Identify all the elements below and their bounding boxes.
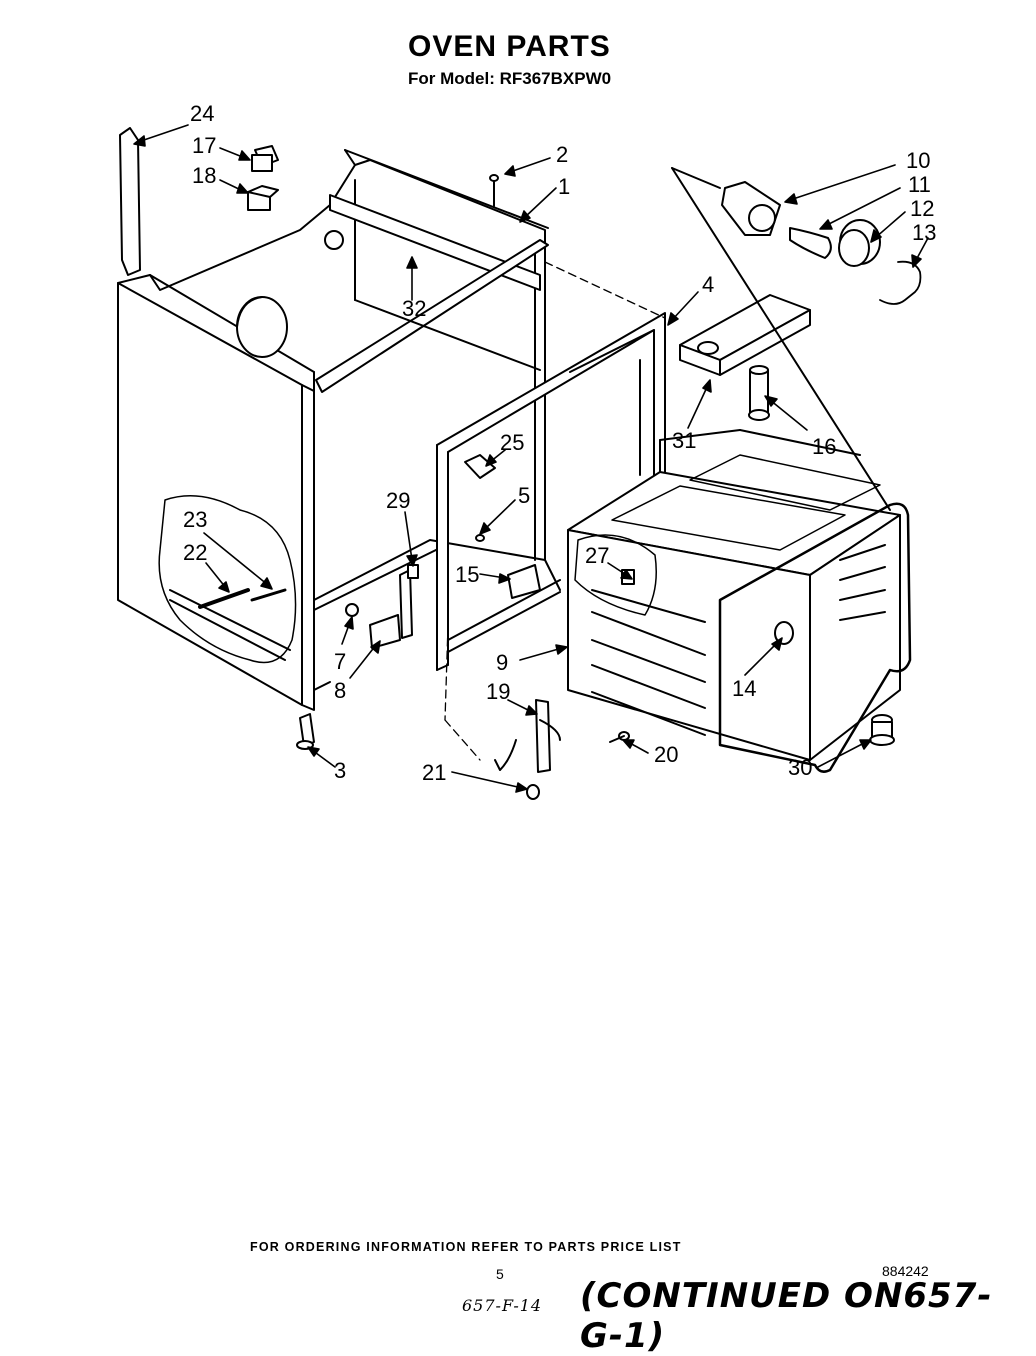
callout-7: 7 — [334, 649, 346, 674]
callout-10: 10 — [906, 148, 930, 173]
front-frame — [436, 312, 666, 671]
ordering-note: FOR ORDERING INFORMATION REFER TO PARTS … — [250, 1240, 682, 1254]
handwritten-reference: 657-F-14 — [462, 1296, 543, 1315]
callout-31: 31 — [672, 428, 696, 453]
callout-9: 9 — [496, 650, 508, 675]
exploded-view-drawing: 24 17 18 2 1 32 4 10 11 12 13 16 31 25 5… — [117, 101, 936, 800]
callout-24: 24 — [190, 101, 214, 126]
callout-29: 29 — [386, 488, 410, 513]
parts-diagram-page: OVEN PARTS For Model: RF367BXPW0 — [117, 30, 991, 1356]
callout-16: 16 — [812, 434, 836, 459]
page-number: 5 — [496, 1266, 504, 1282]
callout-12: 12 — [910, 196, 934, 221]
callout-8: 8 — [334, 678, 346, 703]
callout-15: 15 — [455, 562, 479, 587]
callout-14: 14 — [732, 676, 756, 701]
vent-tube — [748, 365, 770, 421]
continued-note: (CONTINUED ON657-G-1) — [580, 1276, 993, 1356]
light-assembly — [671, 167, 922, 511]
model-subtitle: For Model: RF367BXPW0 — [408, 69, 612, 88]
callout-22: 22 — [183, 540, 207, 565]
base-frame — [313, 539, 561, 691]
callout-18: 18 — [192, 163, 216, 188]
top-rear-frame — [149, 149, 549, 561]
alignment-lines — [444, 261, 666, 761]
callout-32: 32 — [402, 296, 426, 321]
callout-21: 21 — [422, 760, 446, 785]
callout-1: 1 — [558, 174, 570, 199]
callout-numbers: 24 17 18 2 1 32 4 10 11 12 13 16 31 25 5… — [183, 101, 936, 785]
callout-27: 27 — [585, 543, 609, 568]
page-title: OVEN PARTS — [408, 30, 611, 63]
callout-2: 2 — [556, 142, 568, 167]
callout-23: 23 — [183, 507, 207, 532]
callout-4: 4 — [702, 272, 714, 297]
callout-25: 25 — [500, 430, 524, 455]
callout-20: 20 — [654, 742, 678, 767]
callout-leaders — [133, 124, 929, 793]
hinge-hardware — [198, 454, 895, 800]
cross-brace — [315, 194, 549, 393]
callout-19: 19 — [486, 679, 510, 704]
callout-11: 11 — [908, 172, 931, 197]
vent-duct — [679, 294, 811, 376]
callout-17: 17 — [192, 133, 216, 158]
small-parts-top-left — [119, 127, 499, 276]
callout-13: 13 — [912, 220, 936, 245]
callout-3: 3 — [334, 758, 346, 783]
callout-5: 5 — [518, 483, 530, 508]
document-number: 884242 — [882, 1263, 929, 1279]
oven-cavity — [567, 429, 912, 773]
callout-30: 30 — [788, 755, 812, 780]
